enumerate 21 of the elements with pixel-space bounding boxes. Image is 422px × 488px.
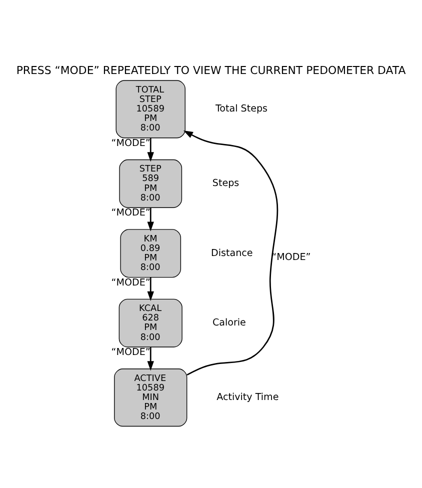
arrow <box>147 276 154 301</box>
arrow <box>147 137 154 162</box>
diagram-title: PRESS “MODE” REPEATEDLY TO VIEW THE CURRENT PEDOMETER DATA <box>16 64 406 77</box>
node-label: Activity Time <box>216 392 279 403</box>
arrow <box>147 207 154 231</box>
edge-label: “MODE” <box>111 276 150 288</box>
edge-label: “MODE” <box>272 251 311 262</box>
edge-label: “MODE” <box>111 346 150 358</box>
node-box: TOTAL STEP 10589 PM 8:00 <box>116 80 186 138</box>
node-label: Distance <box>211 247 253 258</box>
node-box: ACTIVE 10589 MIN PM 8:00 <box>114 368 188 426</box>
node-box: KCAL 628 PM 8:00 <box>118 298 182 347</box>
edge-label: “MODE” <box>111 207 150 218</box>
node-label: Calorie <box>212 317 246 328</box>
node-label: Steps <box>212 178 240 189</box>
node-box: STEP 589 PM 8:00 <box>119 158 182 208</box>
arrow <box>147 346 154 370</box>
node-label: Total Steps <box>215 103 268 114</box>
arrow <box>183 130 278 375</box>
node-box: KM 0.89 PM 8:00 <box>120 228 182 278</box>
edge-label: “MODE” <box>111 138 150 149</box>
